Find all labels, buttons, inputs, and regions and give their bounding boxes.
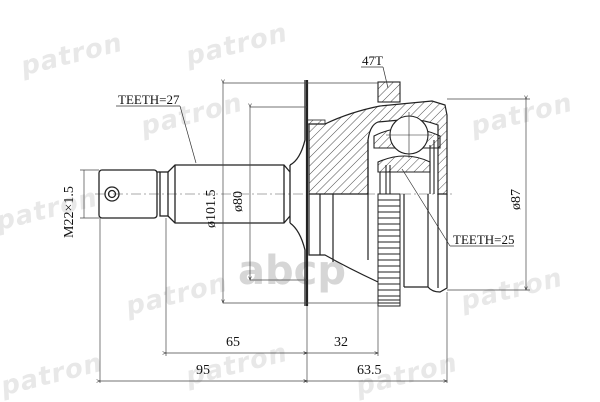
dim-32: 32 [334, 335, 348, 350]
teeth-inner-label: TEETH=25 [453, 232, 515, 247]
dim-95: 95 [196, 363, 210, 378]
seal-diameter-label: ø80 [231, 191, 246, 212]
leader-lines [116, 66, 514, 247]
teeth-shaft-label: TEETH=27 [118, 92, 180, 107]
abs-ring-section [377, 81, 401, 103]
housing-lower [308, 194, 448, 293]
dim-65: 65 [226, 335, 240, 350]
thread-label: M22×1.5 [62, 186, 77, 238]
abs-tone-ring [377, 193, 401, 307]
flange-diameter-label: ø101.5 [204, 189, 219, 229]
outer-diameter-label: ø87 [509, 189, 524, 210]
dimension-lines [80, 83, 530, 383]
housing-section [308, 100, 448, 195]
shaft-thread [98, 169, 169, 219]
shaft-spline [167, 80, 306, 306]
dim-63-5: 63.5 [357, 363, 382, 378]
abs-teeth-label: 47T [362, 53, 383, 68]
inner-race [373, 112, 441, 194]
